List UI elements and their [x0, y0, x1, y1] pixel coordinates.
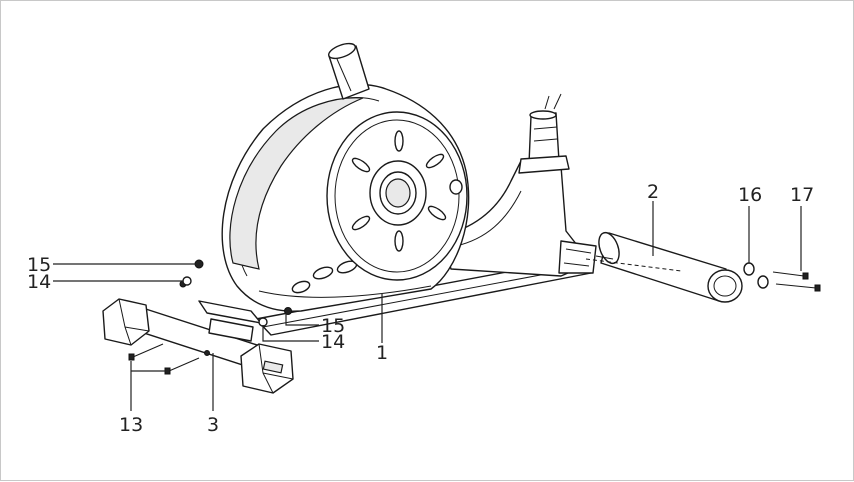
flywheel-disc: [326, 111, 468, 281]
callout-3: 3: [207, 414, 219, 436]
callout-14-right: 14: [321, 331, 345, 353]
callout-17: 17: [790, 184, 814, 206]
bolts-part-13: [128, 343, 200, 375]
callout-15-left: 15: [27, 254, 51, 276]
callout-13: 13: [119, 414, 143, 436]
callout-16: 16: [738, 184, 762, 206]
main-frame-part-1: [255, 93, 597, 336]
callout-15-right: 15: [321, 315, 345, 337]
nuts-washers-14-15: [182, 259, 292, 327]
washers-and-bolts-16-17: [743, 262, 821, 292]
callout-14-left: 14: [27, 271, 51, 293]
callout-2: 2: [647, 181, 659, 203]
callout-1: 1: [376, 342, 388, 364]
leader-lines: [53, 201, 802, 411]
front-stabilizer-part-3: [102, 280, 294, 394]
rear-stabilizer-part-2: [585, 231, 743, 303]
